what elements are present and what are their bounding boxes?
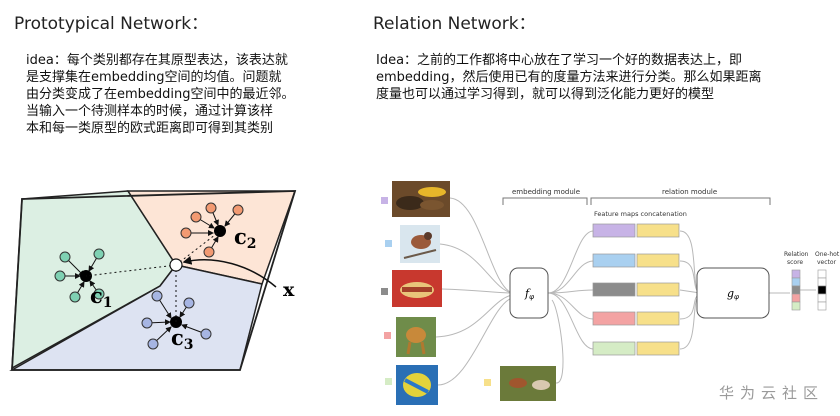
prototypical-network-title: Prototypical Network： (14, 14, 209, 34)
embedding-module-label: embedding module (512, 188, 580, 196)
support-image-food (392, 181, 450, 217)
query-image-dogs (500, 366, 556, 401)
support-image-dog (396, 317, 436, 357)
prototypical-network-description: idea：每个类别都存在其原型表达，该表达就 是支撑集在embedding空间的… (26, 53, 295, 136)
support-image-fish (396, 365, 438, 405)
relation-network-description: Idea：之前的工作都将中心放在了学习一个好的数据表达上，即 embedding… (376, 53, 762, 102)
svg-text:fφ: fφ (524, 287, 534, 301)
relation-network-title: Relation Network： (373, 14, 536, 34)
embedding-f-box (509, 267, 549, 319)
prototype-label-c3: c3 (171, 325, 194, 353)
query-point (85, 230, 277, 322)
one-hot-vector (817, 269, 827, 311)
support-image-hotdog (392, 270, 442, 307)
relation-network-diagram: embedding module relation module Feature… (381, 181, 840, 405)
feature-map-pairs (592, 223, 680, 356)
relation-g-box (696, 267, 770, 319)
svg-text:gφ: gφ (727, 287, 739, 301)
outer-border (11, 190, 297, 371)
relation-score-bar (791, 269, 801, 311)
class-2-cluster (180, 202, 244, 258)
support-image-bird (400, 225, 440, 263)
query-label-x: x (283, 279, 295, 301)
watermark: 华为云社区 (719, 384, 825, 402)
prototype-label-c2: c2 (234, 224, 257, 252)
relation-module-label: relation module (662, 188, 717, 196)
feature-maps-label: Feature maps concatenation (594, 210, 687, 218)
prototype-label-c1: c1 (90, 283, 113, 311)
